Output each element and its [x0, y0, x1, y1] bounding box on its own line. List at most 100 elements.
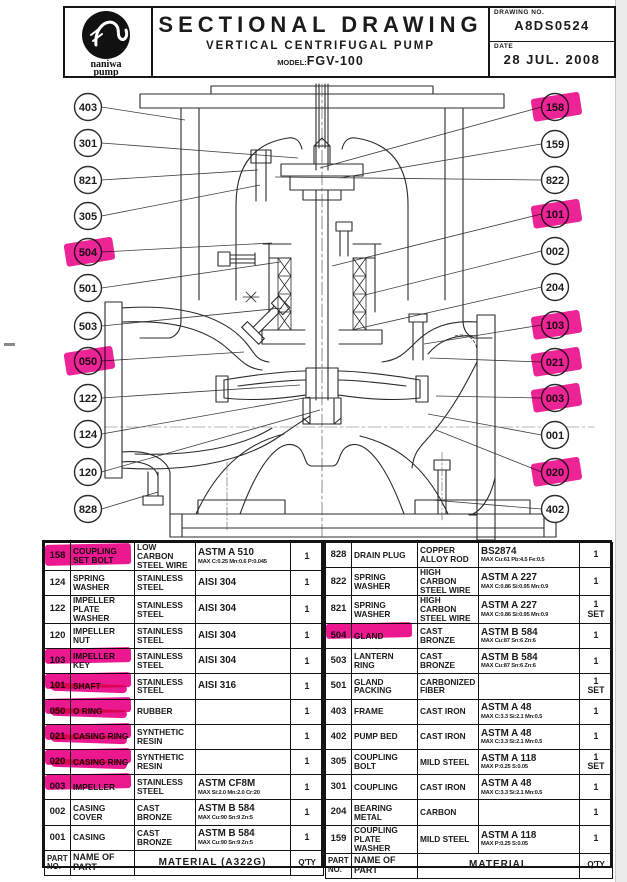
qty-header: Q'TY [579, 852, 613, 879]
spec-cell: AISI 304 [195, 622, 291, 650]
name-header: NAME OF PART [70, 849, 135, 877]
drawing-no-box: DRAWING NO. A8DS0524 [490, 8, 614, 42]
callout-822: 822 [540, 165, 570, 195]
qty-header: Q'TY [290, 849, 324, 877]
callout-503: 503 [73, 311, 103, 341]
part-name-cell: COUPLING BOLT [351, 749, 418, 776]
part-no-cell: 001 [44, 824, 71, 851]
highlight-marker [325, 621, 413, 639]
part-name-cell: GLAND PACKING [351, 673, 418, 700]
leader-line-204 [351, 286, 542, 331]
material-cell: HIGH CARBON STEEL WIRE [417, 567, 479, 597]
qty-cell: 1 [579, 648, 613, 675]
part-no-cell: 305 [325, 749, 352, 776]
highlight-marker [530, 347, 583, 377]
leader-line-822 [274, 176, 542, 181]
callout-101: 101 [530, 199, 583, 229]
leader-line-103 [423, 324, 542, 345]
leader-line-402 [431, 499, 542, 510]
spec-cell [195, 698, 291, 725]
material-cell: MILD STEEL [417, 824, 479, 854]
callout-821: 821 [73, 165, 103, 195]
callout-label-305: 305 [79, 211, 97, 223]
drawing-no-value: A8DS0524 [514, 18, 590, 33]
sheet-subtitle: VERTICAL CENTRIFUGAL PUMP [205, 40, 436, 52]
callout-120: 120 [73, 457, 103, 487]
date-value: 28 JUL. 2008 [503, 52, 601, 67]
highlight-marker [530, 457, 583, 487]
callout-label-503: 503 [79, 321, 97, 333]
qty-cell: 1 [290, 569, 324, 597]
sheet-title: SECTIONAL DRAWING [158, 12, 483, 37]
part-no-cell: 402 [325, 723, 352, 751]
leader-line-003 [435, 395, 542, 399]
leader-line-020 [435, 429, 542, 473]
callout-label-403: 403 [79, 102, 97, 114]
leader-line-504 [101, 242, 273, 253]
highlight-marker [530, 92, 583, 122]
leader-line-124 [101, 396, 311, 435]
callout-001: 001 [540, 420, 570, 450]
part-name-cell: FRAME [351, 698, 418, 725]
drawing-no-label: DRAWING NO. [494, 9, 545, 16]
leader-line-101 [331, 213, 542, 267]
part-no-cell: 002 [44, 799, 71, 826]
callout-label-001: 001 [546, 430, 564, 442]
title-block: naniwa pump SECTIONAL DRAWING VERTICAL C… [63, 6, 616, 78]
date-box: DATE 28 JUL. 2008 [490, 42, 614, 76]
part-no-cell: 159 [325, 824, 352, 854]
callout-label-402: 402 [546, 504, 564, 516]
model-line: MODEL:FGV-100 [153, 54, 488, 68]
part-name-cell: LANTERN RING [351, 648, 418, 675]
callout-103: 103 [530, 310, 583, 340]
spec-cell: AISI 304 [195, 569, 291, 597]
material-cell: CAST BRONZE [417, 622, 479, 650]
callout-label-124: 124 [79, 429, 98, 441]
part-no-header: PART NO. [44, 849, 71, 877]
part-name-cell: CASING COVER [70, 799, 135, 826]
material-cell: STAINLESS STEEL [134, 648, 196, 675]
margin-mark [4, 343, 15, 346]
qty-cell: 1 [579, 774, 613, 801]
callout-158: 158 [530, 92, 583, 122]
callout-305: 305 [73, 201, 103, 231]
leader-line-001 [427, 413, 542, 436]
model-label: MODEL: [277, 58, 307, 67]
qty-cell: 1 [290, 595, 324, 624]
callout-label-122: 122 [79, 393, 97, 405]
material-cell: CAST IRON [417, 774, 479, 801]
part-name-cell: BEARING METAL [351, 799, 418, 826]
logo-text-2: pump [93, 67, 118, 76]
leader-line-158 [319, 106, 542, 169]
title-area: SECTIONAL DRAWING VERTICAL CENTRIFUGAL P… [153, 8, 490, 76]
part-no-cell: 124 [44, 569, 71, 597]
qty-cell: 1 [290, 799, 324, 826]
material-cell: STAINLESS STEEL [134, 622, 196, 650]
callout-label-120: 120 [79, 467, 97, 479]
swan-logo-icon: naniwa pump [82, 11, 130, 78]
part-name-cell: SPRING WASHER [70, 569, 135, 597]
material-cell: LOW CARBON STEEL WIRE [134, 542, 196, 571]
part-name-cell: DRAIN PLUG [351, 541, 418, 569]
material-cell: HIGH CARBON STEEL WIRE [417, 595, 479, 624]
callout-504: 504 [63, 237, 116, 267]
highlight-marker [63, 237, 116, 267]
material-cell: STAINLESS STEEL [134, 569, 196, 597]
